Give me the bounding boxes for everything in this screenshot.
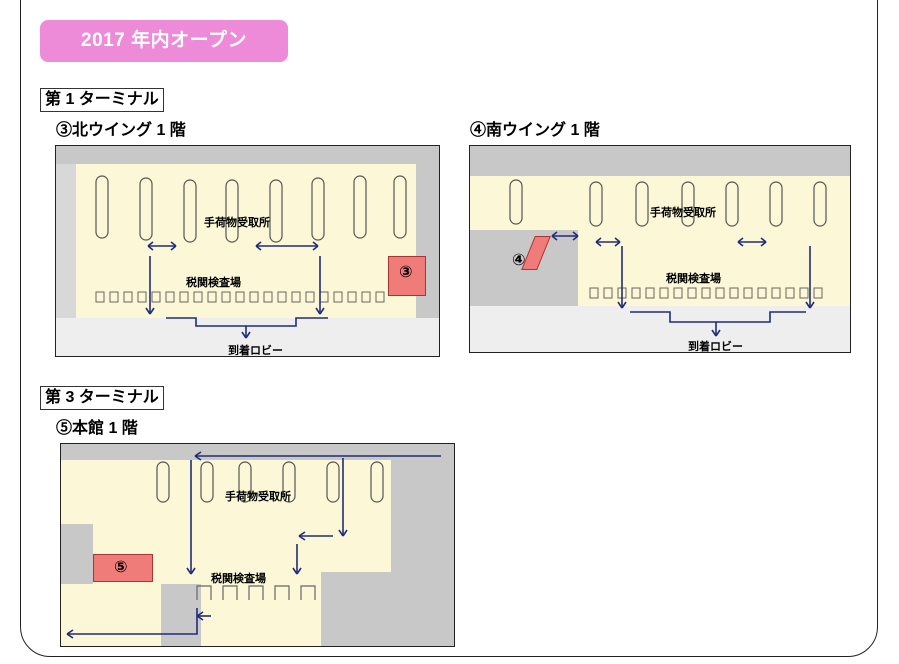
main-building-floorplan — [61, 444, 454, 646]
main-building-site-marker — [93, 554, 153, 582]
south-wing-floorplan — [470, 146, 850, 352]
opening-badge: 2017 年内オープン — [40, 20, 288, 62]
page-frame — [20, 0, 878, 657]
t3-customs-label: 税関検査場 — [211, 573, 266, 585]
north-wing-site-marker — [388, 256, 426, 296]
south-wing-map: 手荷物受取所 税関検査場 到着ロビー ④ — [469, 145, 851, 353]
terminal-3-title: 第 3 ターミナル — [40, 386, 164, 410]
south-customs-label: 税関検査場 — [666, 273, 721, 285]
main-marker-number: ⑤ — [114, 557, 128, 576]
t3-baggage-label: 手荷物受取所 — [225, 491, 291, 503]
south-baggage-label: 手荷物受取所 — [650, 207, 716, 219]
north-baggage-label: 手荷物受取所 — [204, 217, 270, 229]
terminal-1-title: 第 1 ターミナル — [40, 88, 164, 112]
north-wing-title: ③北ウイング 1 階 — [56, 122, 186, 139]
north-customs-label: 税関検査場 — [186, 277, 241, 289]
north-wing-map: 手荷物受取所 税関検査場 到着ロビー ③ — [55, 145, 440, 357]
north-arrival-label: 到着ロビー — [228, 345, 283, 357]
south-wing-title: ④南ウイング 1 階 — [470, 122, 600, 139]
north-marker-number: ③ — [399, 262, 413, 281]
south-marker-number: ④ — [512, 250, 526, 269]
main-building-title: ⑤本館 1 階 — [56, 420, 138, 437]
south-arrival-label: 到着ロビー — [688, 341, 743, 353]
north-wing-floorplan — [56, 146, 439, 356]
main-building-map: 手荷物受取所 税関検査場 ⑤ — [60, 443, 455, 647]
